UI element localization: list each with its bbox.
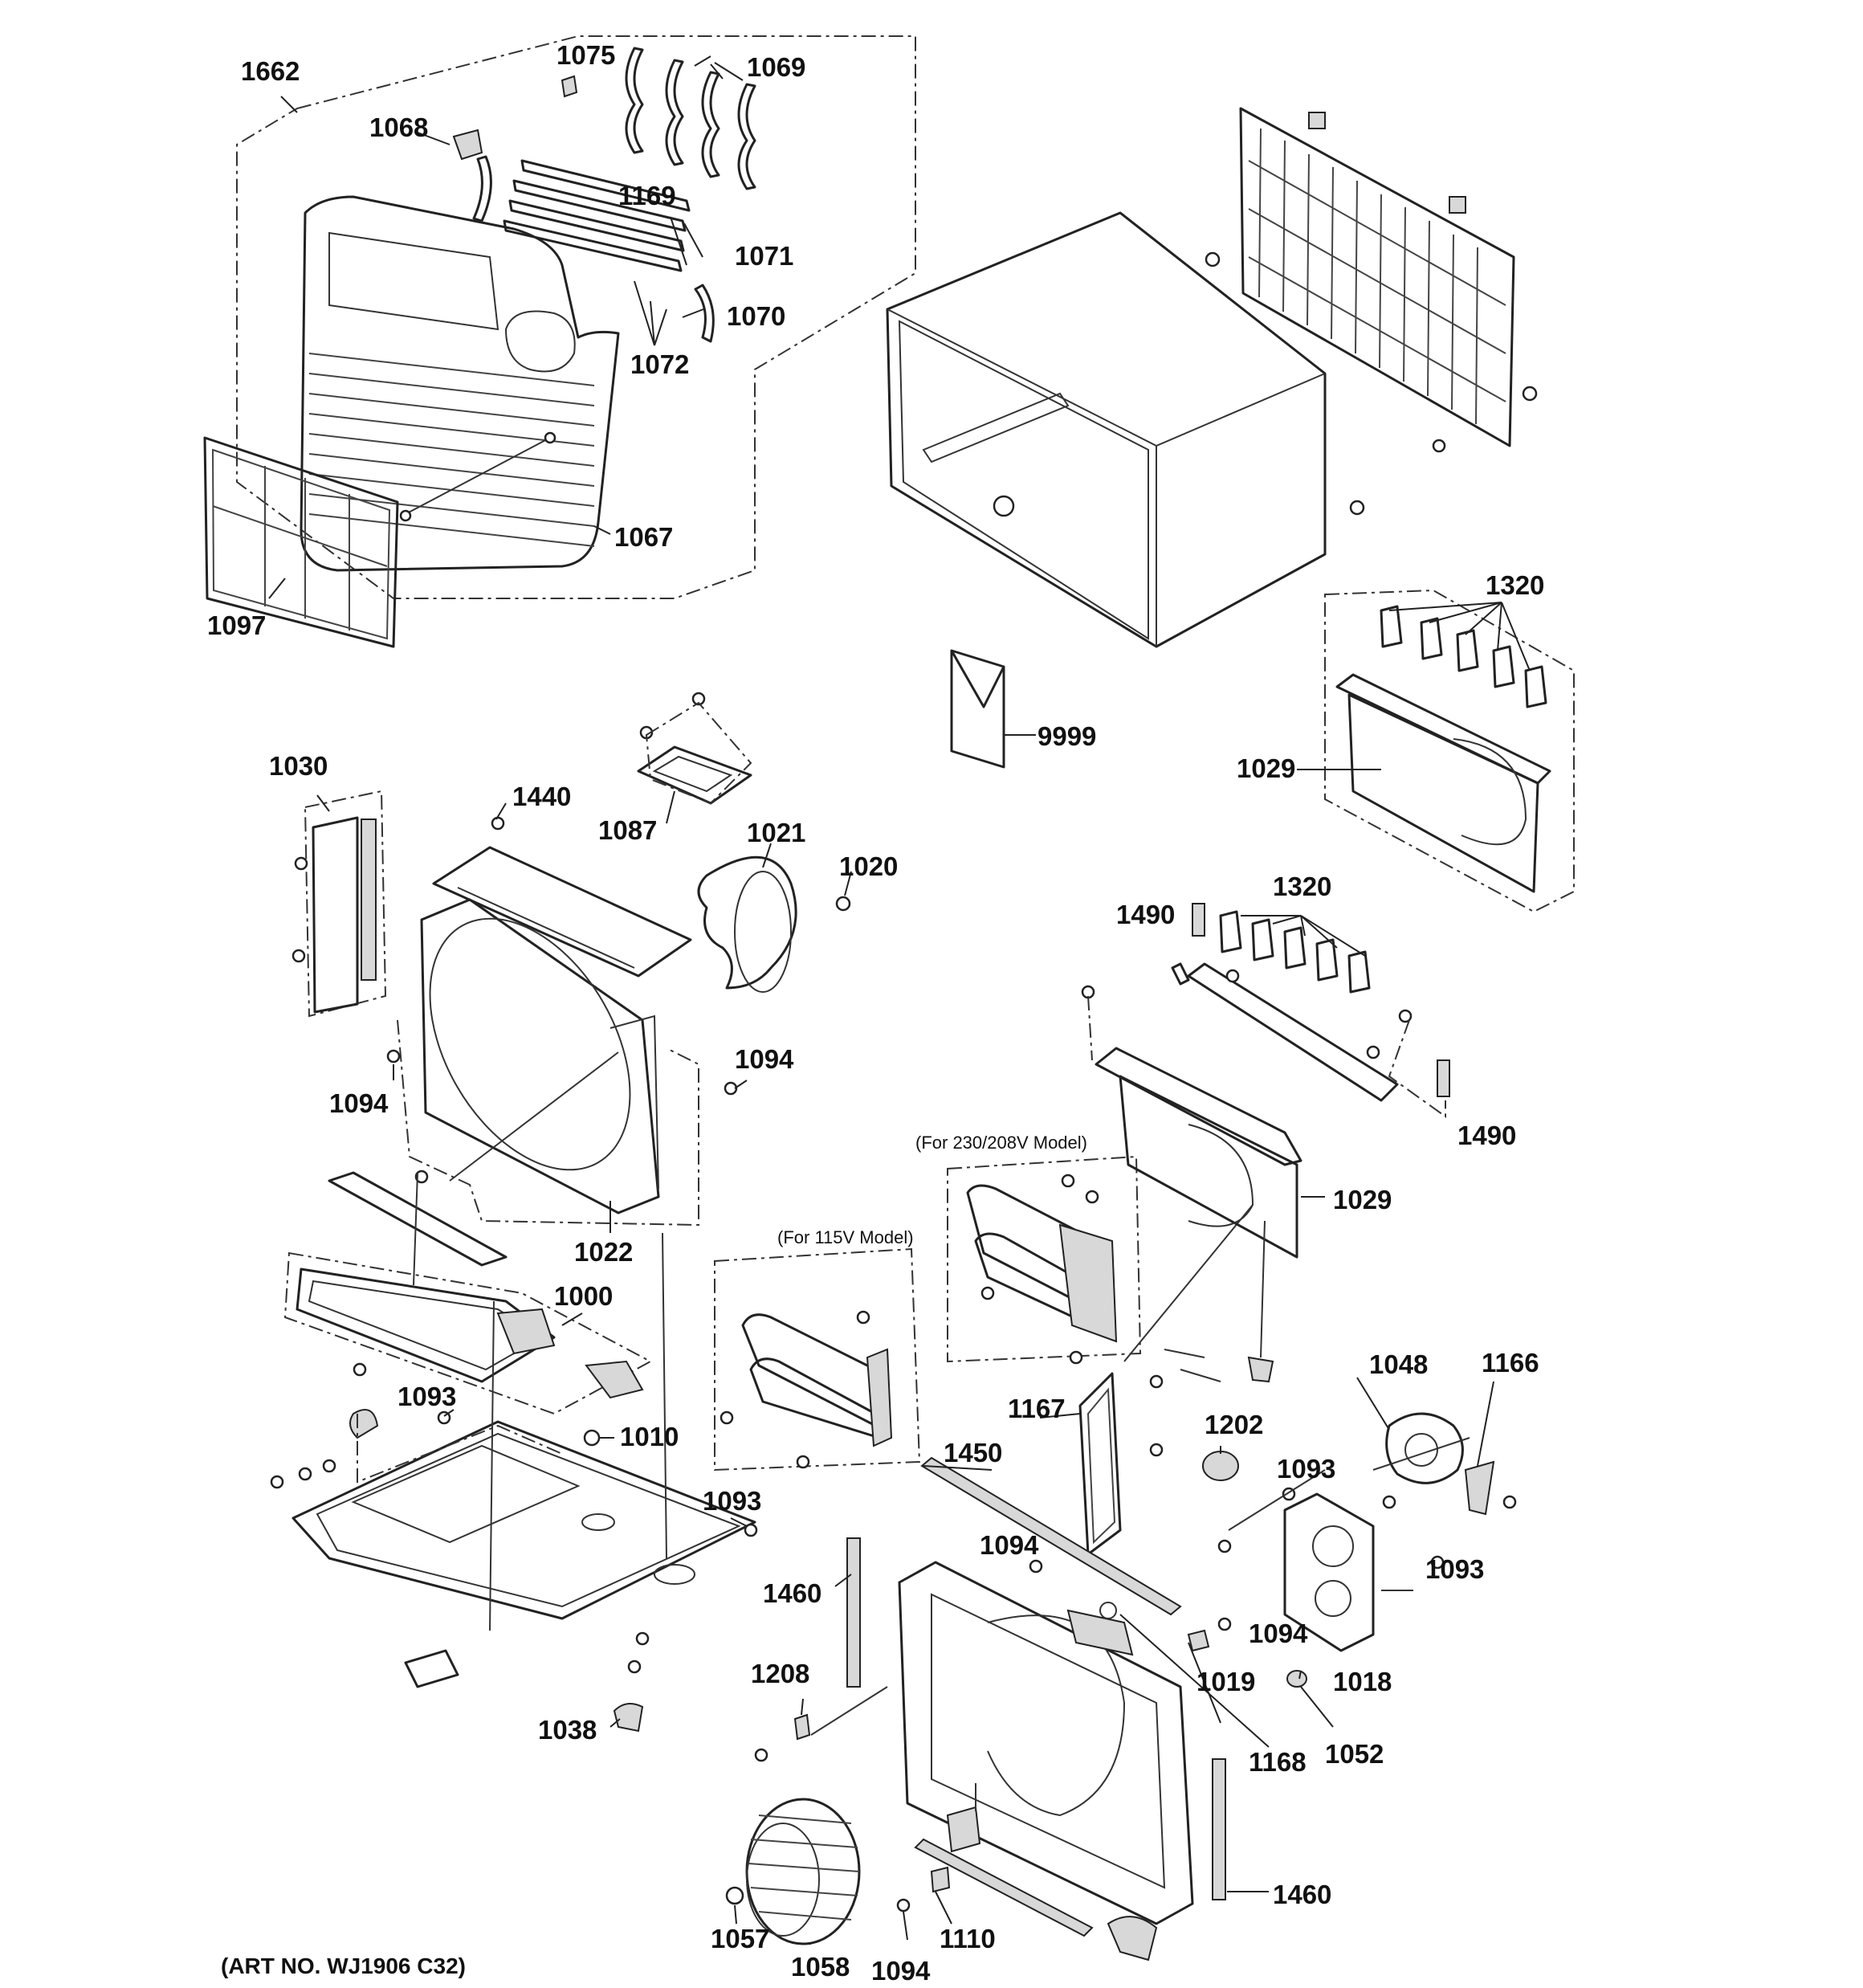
- label-1010: 1010: [620, 1422, 679, 1451]
- part-labels: 1662 1075 1069 1068 1169 1071 1070 1072 …: [207, 40, 1544, 1986]
- control-bracket-1030: [291, 790, 387, 1018]
- label-1166: 1166: [1482, 1348, 1539, 1378]
- label-1450: 1450: [944, 1438, 1002, 1468]
- label-1094-fan-left: 1094: [329, 1088, 389, 1118]
- label-9999: 9999: [1037, 721, 1096, 751]
- label-1460-left: 1460: [763, 1578, 821, 1608]
- label-1167: 1167: [1008, 1394, 1066, 1423]
- label-1094-housing: 1094: [980, 1530, 1039, 1560]
- label-1202: 1202: [1205, 1410, 1263, 1439]
- label-1029-upper: 1029: [1237, 753, 1295, 783]
- condenser-shroud-lower: [1081, 903, 1450, 1383]
- label-1093-right-upper: 1093: [1277, 1454, 1335, 1484]
- label-1000: 1000: [554, 1281, 613, 1311]
- base-pan-assembly: [270, 1171, 758, 1733]
- note-115v-model: (For 115V Model): [777, 1227, 914, 1247]
- label-1093-right-lower: 1093: [1425, 1554, 1484, 1584]
- note-230v-model: (For 230/208V Model): [915, 1133, 1087, 1153]
- label-1057: 1057: [711, 1924, 769, 1953]
- art-number: (ART NO. WJ1906 C32): [221, 1953, 466, 1978]
- fan-shroud-assembly: [386, 692, 852, 1233]
- label-1070: 1070: [727, 301, 785, 331]
- label-1029-lower: 1029: [1333, 1185, 1392, 1214]
- label-1075: 1075: [556, 40, 615, 70]
- label-1320-lower: 1320: [1273, 872, 1331, 901]
- label-1208: 1208: [751, 1659, 809, 1688]
- label-1020: 1020: [839, 851, 898, 881]
- front-grille-assembly: [203, 35, 916, 648]
- condenser-shroud-upper: [1297, 589, 1575, 913]
- blower-assembly: [725, 1349, 1517, 1961]
- label-1094-bracket: 1094: [1249, 1619, 1308, 1648]
- label-1067: 1067: [614, 522, 673, 552]
- label-1460-right: 1460: [1273, 1880, 1331, 1909]
- label-1072: 1072: [630, 349, 689, 379]
- label-1440: 1440: [512, 782, 571, 811]
- label-1094-fan-right: 1094: [735, 1044, 794, 1074]
- label-1087: 1087: [598, 815, 657, 845]
- label-1490-lower: 1490: [1457, 1121, 1516, 1150]
- heater-230v: [947, 1155, 1254, 1365]
- label-1038: 1038: [538, 1715, 597, 1745]
- label-1052: 1052: [1325, 1739, 1384, 1769]
- label-1048: 1048: [1369, 1349, 1428, 1379]
- label-1071: 1071: [735, 241, 793, 271]
- label-1030: 1030: [269, 751, 328, 781]
- label-1169: 1169: [618, 181, 676, 210]
- label-1662: 1662: [241, 56, 300, 86]
- label-1021: 1021: [747, 818, 805, 847]
- label-1022: 1022: [574, 1237, 633, 1267]
- label-1168: 1168: [1249, 1747, 1307, 1777]
- heater-115v: [714, 1247, 921, 1472]
- label-1094-bottom: 1094: [871, 1956, 931, 1986]
- label-1320-upper: 1320: [1486, 570, 1544, 600]
- label-1490-upper: 1490: [1116, 900, 1175, 929]
- label-1058: 1058: [791, 1952, 850, 1982]
- label-1019: 1019: [1196, 1667, 1255, 1696]
- label-1069: 1069: [747, 52, 805, 82]
- cabinet: [886, 211, 1327, 648]
- label-1068: 1068: [369, 112, 428, 142]
- literature-envelope: [950, 649, 1005, 769]
- rear-grille: [1205, 107, 1538, 516]
- label-1110: 1110: [940, 1924, 996, 1953]
- label-1093-left: 1093: [397, 1382, 456, 1411]
- label-1097: 1097: [207, 610, 266, 640]
- label-1018: 1018: [1333, 1667, 1392, 1696]
- label-1093-basepan: 1093: [703, 1486, 761, 1516]
